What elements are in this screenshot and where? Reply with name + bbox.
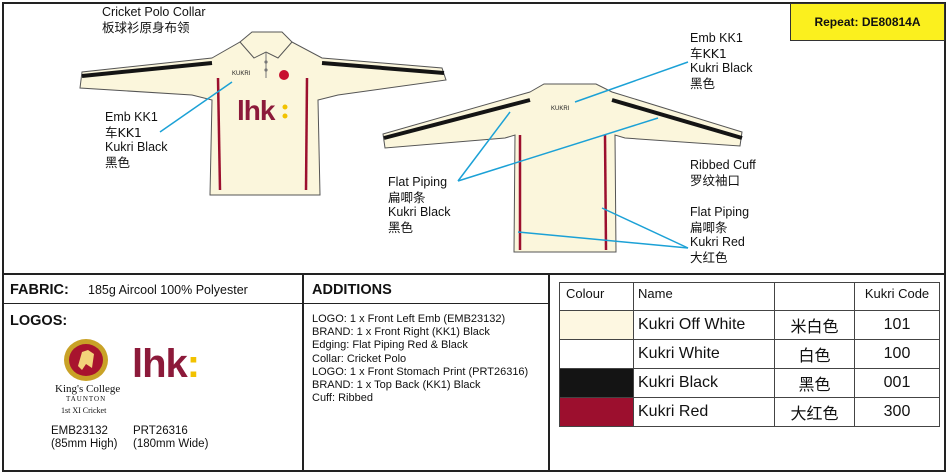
front-sleeve-piping-left <box>81 61 213 78</box>
front-sleeve-piping-right <box>321 61 445 75</box>
front-collar <box>239 31 293 59</box>
fabric-heading: FABRIC: <box>10 282 69 298</box>
kings-college-crest <box>64 339 108 381</box>
divider-fabric <box>2 303 302 304</box>
colour-name-cn: 大红色 <box>774 397 855 427</box>
additions-list: LOGO: 1 x Front Left Emb (EMB23132) BRAN… <box>312 313 528 405</box>
header-code: Kukri Code <box>854 282 940 311</box>
colour-name: Kukri White <box>633 339 775 369</box>
school-team: 1st XI Cricket <box>61 406 107 415</box>
back-sleeve-piping-left <box>383 98 531 140</box>
lhk-logo: lhk: <box>132 342 200 386</box>
colour-code: 101 <box>854 310 940 340</box>
colour-row: Kukri Off White 米白色 101 <box>559 310 940 340</box>
addition-line: Collar: Cricket Polo <box>312 352 407 365</box>
garment-drawings: KUKRI lhk KUKRI <box>79 31 743 253</box>
back-red-piping-right <box>603 134 608 251</box>
colour-name: Kukri Black <box>633 368 775 398</box>
header-name: Name <box>633 282 775 311</box>
divider-additions <box>303 303 548 304</box>
front-shirt: KUKRI lhk <box>79 31 447 196</box>
colour-row: Kukri Black 黑色 001 <box>559 368 940 398</box>
divider-right <box>548 274 550 472</box>
colour-code: 100 <box>854 339 940 369</box>
colour-row: Kukri White 白色 100 <box>559 339 940 369</box>
additions-heading: ADDITIONS <box>312 282 392 298</box>
front-shirt-body <box>79 41 447 196</box>
repeat-badge: Repeat: DE80814A <box>790 3 945 41</box>
colour-code: 001 <box>854 368 940 398</box>
front-kk1-mark: KUKRI <box>232 71 251 77</box>
school-town: TAUNTON <box>66 395 107 403</box>
front-red-piping-left <box>216 77 222 191</box>
fabric-value: 185g Aircool 100% Polyester <box>88 283 248 297</box>
addition-line: LOGO: 1 x Front Left Emb (EMB23132) <box>312 313 506 325</box>
colour-name-cn: 米白色 <box>774 310 855 340</box>
front-stomach-print: lhk <box>237 95 276 126</box>
back-sleeve-piping-right <box>611 98 743 140</box>
colour-swatch <box>559 339 634 369</box>
colour-name: Kukri Off White <box>633 310 775 340</box>
divider-left <box>302 274 304 472</box>
colour-swatch <box>559 310 634 340</box>
header-chinese <box>774 282 855 311</box>
front-emb-crest <box>279 70 289 80</box>
colour-table: Colour Name Kukri Code Kukri Off White 米… <box>559 282 940 427</box>
lhk-logo-text: lhk <box>132 342 188 386</box>
school-name: King's College <box>55 383 121 395</box>
addition-line: Cuff: Ribbed <box>312 392 373 405</box>
front-red-piping-right <box>304 77 309 191</box>
colour-code: 300 <box>854 397 940 427</box>
colour-swatch <box>559 368 634 398</box>
logos-heading: LOGOS: <box>10 313 68 329</box>
colour-table-header: Colour Name Kukri Code <box>559 282 940 311</box>
back-shirt-body <box>382 83 743 253</box>
colour-name-cn: 白色 <box>774 339 855 369</box>
addition-line: Edging: Flat Piping Red & Black <box>312 339 468 352</box>
colour-swatch <box>559 397 634 427</box>
addition-line: LOGO: 1 x Front Stomach Print (PRT26316) <box>312 365 529 378</box>
callout-lines <box>159 61 689 249</box>
addition-line: BRAND: 1 x Front Right (KK1) Black <box>312 326 490 339</box>
divider-horizontal <box>2 273 946 275</box>
addition-line: BRAND: 1 x Top Back (KK1) Black <box>312 379 481 392</box>
back-kk1-mark: KUKRI <box>551 106 570 112</box>
header-colour: Colour <box>559 282 634 311</box>
back-shirt: KUKRI <box>382 83 743 253</box>
colour-row: Kukri Red 大红色 300 <box>559 397 940 427</box>
lhk-logo-dot: : <box>186 342 200 386</box>
colour-name: Kukri Red <box>633 397 775 427</box>
emb-code: EMB23132(85mm High) <box>51 425 118 450</box>
prt-code: PRT26316(180mm Wide) <box>133 425 209 450</box>
colour-name-cn: 黑色 <box>774 368 855 398</box>
